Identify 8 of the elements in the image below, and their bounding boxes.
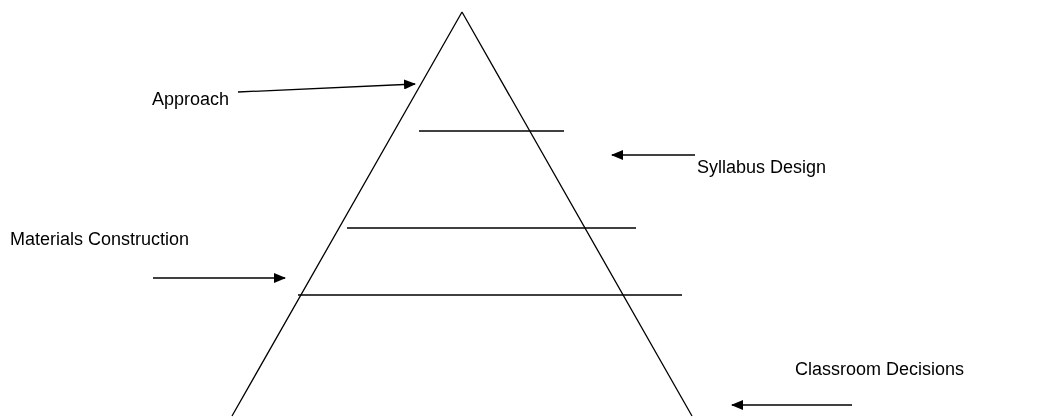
arrow (731, 400, 853, 410)
arrow (152, 273, 286, 283)
arrow (611, 150, 696, 160)
layer-label: Materials Construction (10, 228, 190, 250)
arrow (237, 79, 416, 93)
layer-label: Classroom Decisions (795, 358, 965, 380)
layer-label: Syllabus Design (697, 156, 827, 178)
layer-label: Approach (152, 88, 230, 110)
